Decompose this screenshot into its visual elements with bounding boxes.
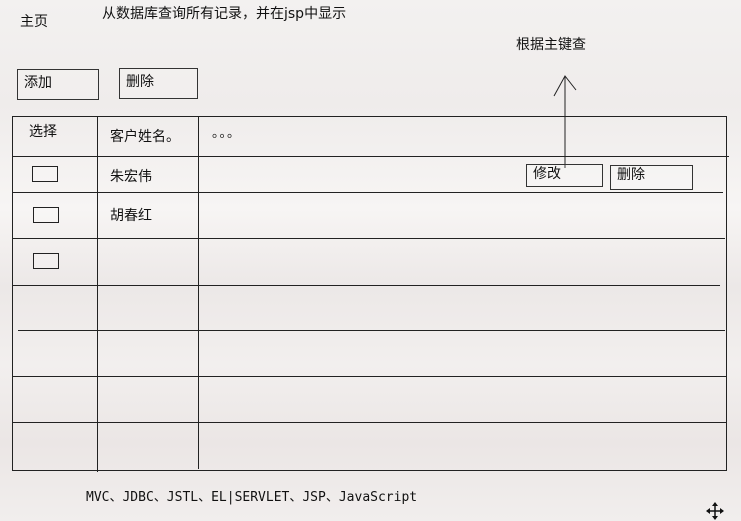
row-checkbox[interactable]	[33, 207, 59, 223]
column-divider-2	[198, 116, 199, 469]
records-table	[12, 116, 727, 471]
row-divider	[18, 330, 725, 331]
row-divider	[12, 192, 723, 193]
add-button-label: 添加	[24, 75, 52, 91]
row-checkbox[interactable]	[32, 166, 58, 182]
edit-button[interactable]: 修改	[526, 164, 603, 187]
delete-selected-button[interactable]: 删除	[119, 68, 198, 99]
row-divider	[12, 422, 727, 423]
home-link[interactable]: 主页	[20, 14, 48, 30]
move-icon[interactable]	[706, 502, 724, 520]
row-delete-button-label: 删除	[617, 167, 645, 183]
delete-selected-button-label: 删除	[126, 74, 154, 90]
pk-arrow	[553, 75, 577, 168]
customer-name: 朱宏伟	[110, 169, 152, 185]
edit-button-label: 修改	[533, 166, 561, 182]
customer-name: 胡春红	[110, 208, 152, 224]
add-button[interactable]: 添加	[17, 69, 99, 100]
row-delete-button[interactable]: 删除	[610, 165, 693, 190]
header-select: 选择	[29, 124, 57, 140]
row-divider	[12, 238, 725, 239]
column-divider-1	[97, 116, 98, 472]
row-divider	[12, 376, 727, 377]
header-more: 。。。	[212, 126, 242, 141]
pk-annotation: 根据主键查	[516, 37, 586, 53]
page-description: 从数据库查询所有记录，并在jsp中显示	[102, 6, 347, 22]
row-divider	[12, 285, 720, 286]
header-customer-name: 客户姓名。	[110, 129, 180, 145]
row-checkbox[interactable]	[33, 253, 59, 269]
tech-stack-list: MVC、JDBC、JSTL、EL|SERVLET、JSP、JavaScript	[86, 490, 418, 505]
row-divider	[12, 156, 729, 157]
